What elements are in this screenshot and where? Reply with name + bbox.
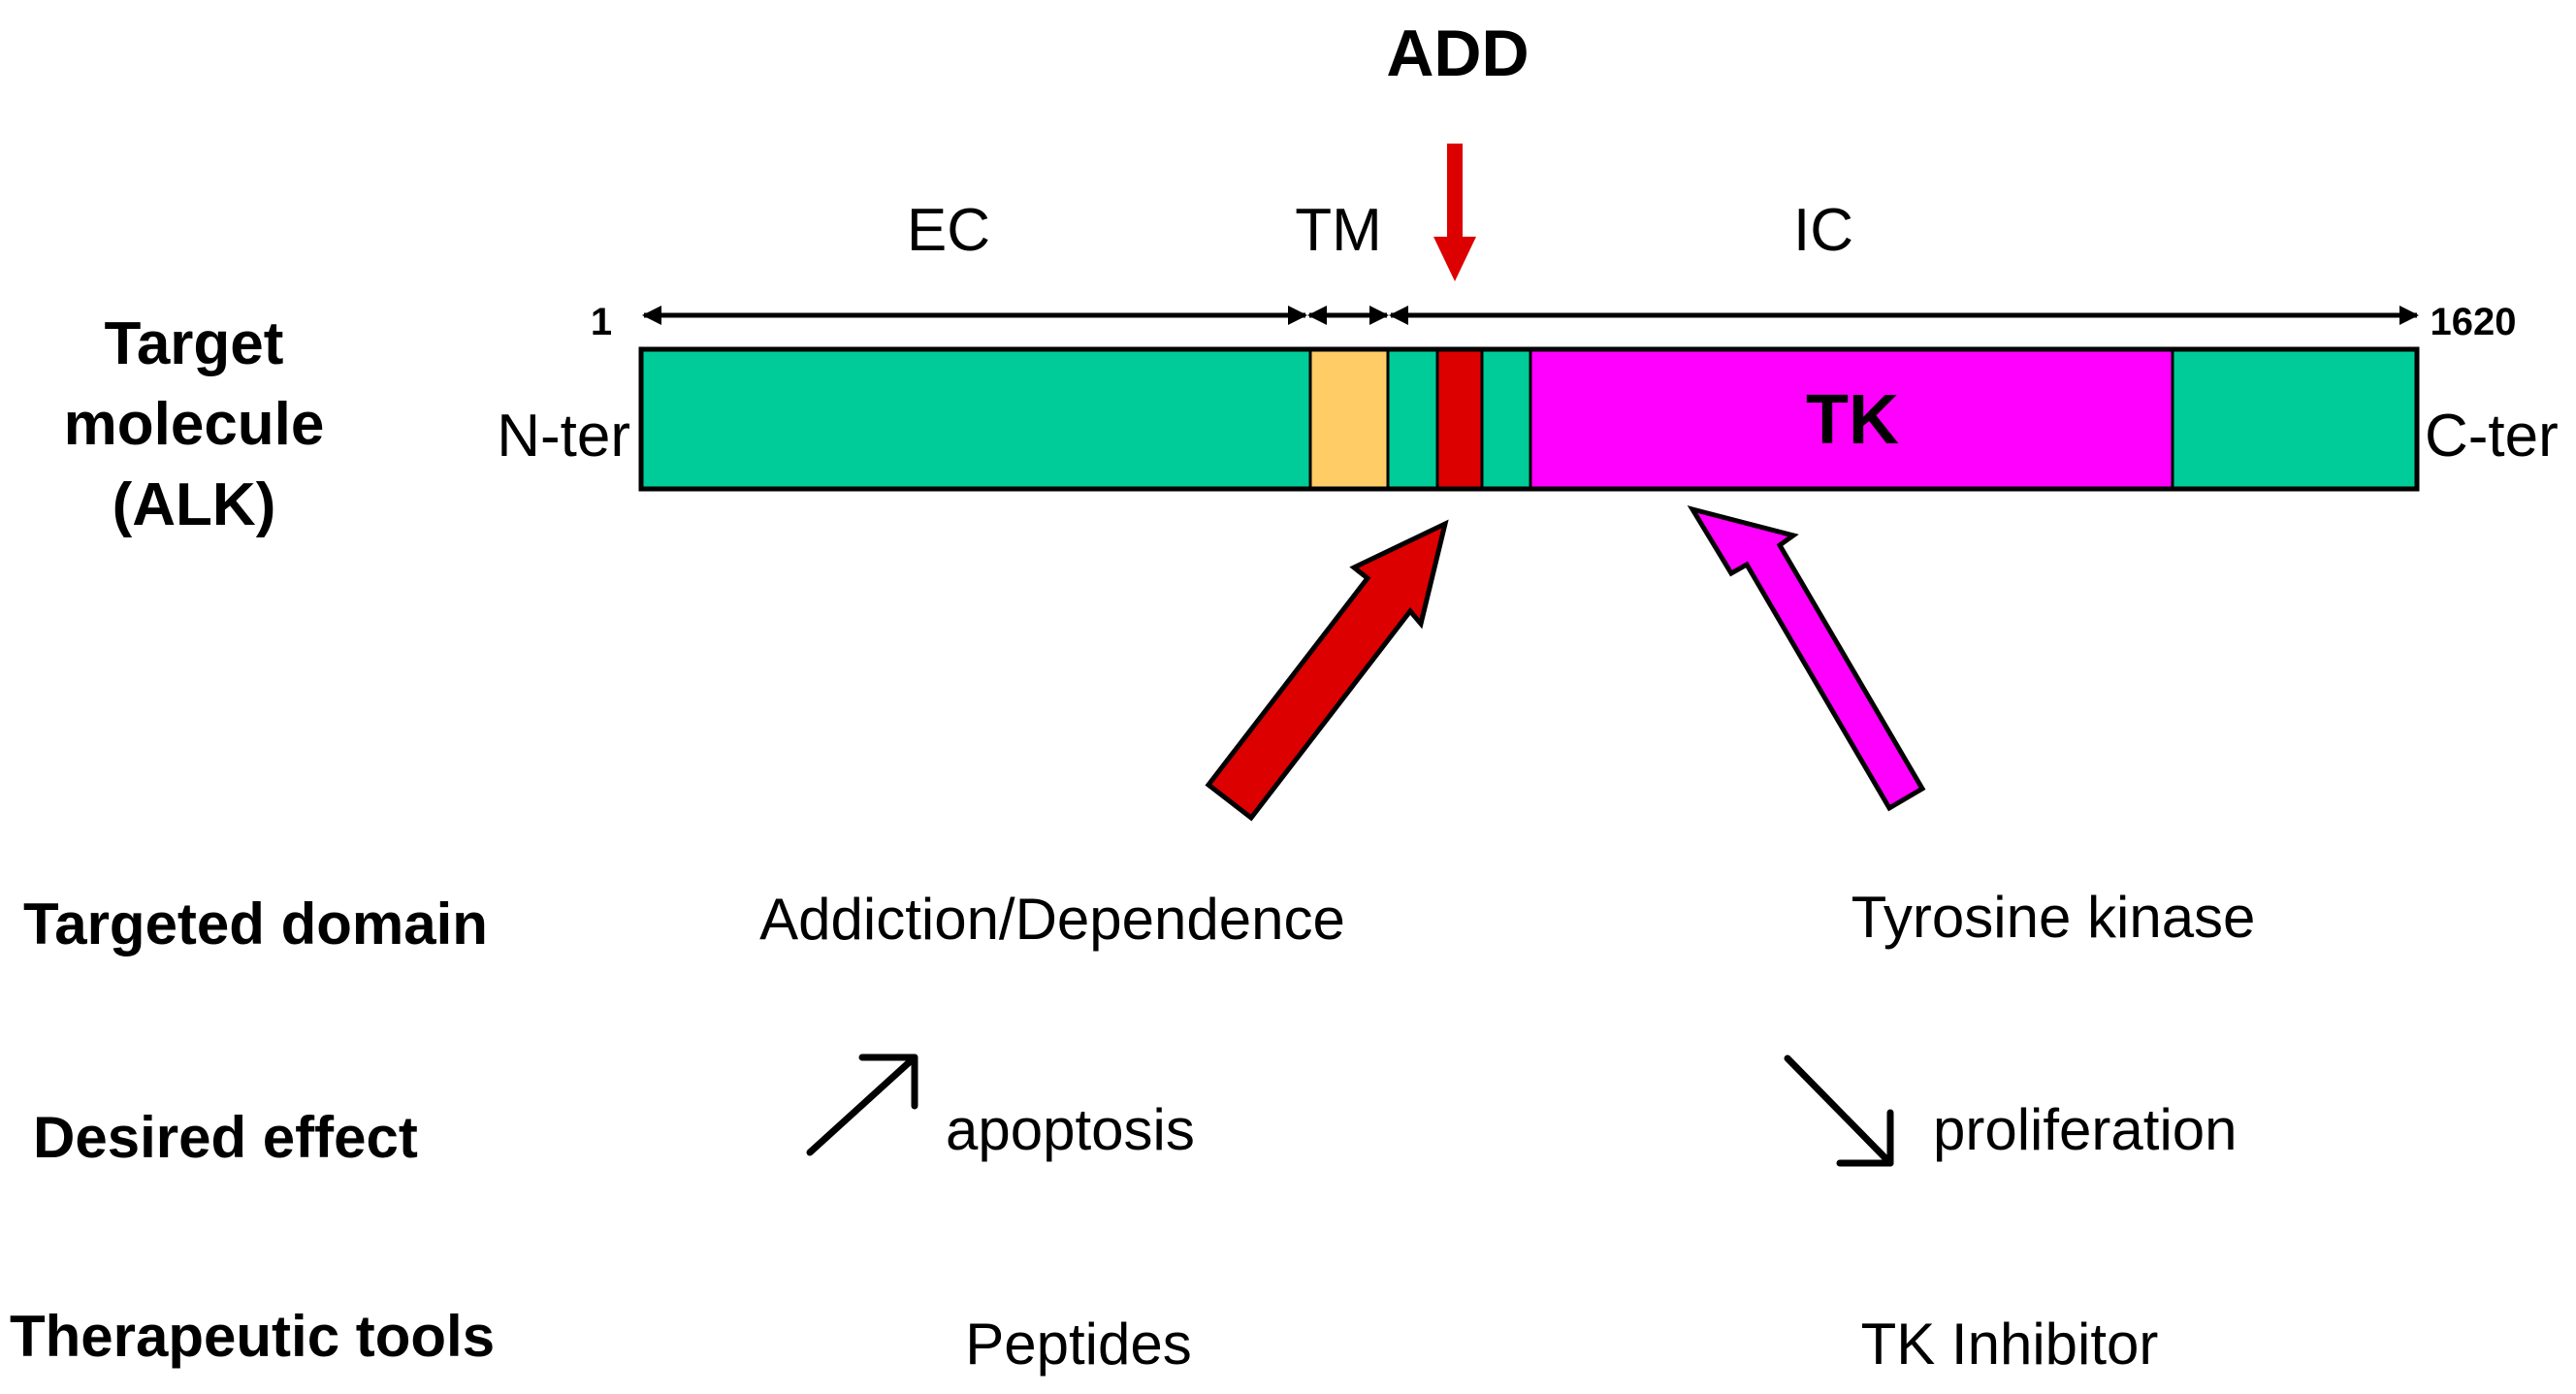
right-targeted-domain: Tyrosine kinase	[1852, 885, 2256, 950]
c-terminal-segment	[2173, 349, 2417, 489]
add-domain-segment	[1437, 349, 1482, 489]
svg-text:molecule: molecule	[64, 391, 325, 458]
left-targeted-domain: Addiction/Dependence	[759, 887, 1345, 952]
region-label-ic: IC	[1793, 197, 1853, 264]
alk-protein-bar	[638, 346, 2420, 492]
increase-arrow-icon	[806, 1054, 918, 1156]
right-desired-effect: proliferation	[1933, 1097, 2238, 1162]
c-terminus-label: C-ter	[2425, 403, 2559, 470]
svg-text:(ALK): (ALK)	[113, 471, 276, 538]
pre-tk-segment	[1482, 349, 1530, 489]
target-molecule-label: Target molecule (ALK)	[64, 310, 325, 538]
add-targeting-arrow	[1205, 519, 1449, 822]
tk-domain-label: TK	[1806, 381, 1899, 459]
n-terminus-label: N-ter	[497, 403, 630, 470]
left-therapeutic-tool: Peptides	[965, 1312, 1192, 1377]
decrease-arrow-icon	[1784, 1054, 1894, 1167]
add-pointer-arrow	[1433, 144, 1476, 281]
juxtamembrane-segment	[1388, 349, 1437, 489]
targeted-domain-row-label: Targeted domain	[23, 892, 488, 956]
desired-effect-row-label: Desired effect	[33, 1105, 418, 1170]
svg-text:Target: Target	[105, 310, 284, 377]
add-label: ADD	[1386, 16, 1529, 90]
tk-domain-segment	[1530, 349, 2173, 489]
left-desired-effect: apoptosis	[946, 1097, 1195, 1162]
position-end: 1620	[2431, 301, 2517, 343]
region-label-ec: EC	[907, 197, 990, 264]
right-therapeutic-tool: TK Inhibitor	[1861, 1312, 2159, 1377]
therapeutic-tools-row-label: Therapeutic tools	[10, 1304, 495, 1369]
position-start: 1	[591, 301, 612, 343]
tm-domain-segment	[1310, 349, 1388, 489]
ec-domain-segment	[641, 349, 1310, 489]
tk-targeting-arrow	[1687, 505, 1926, 812]
region-label-tm: TM	[1295, 197, 1382, 264]
